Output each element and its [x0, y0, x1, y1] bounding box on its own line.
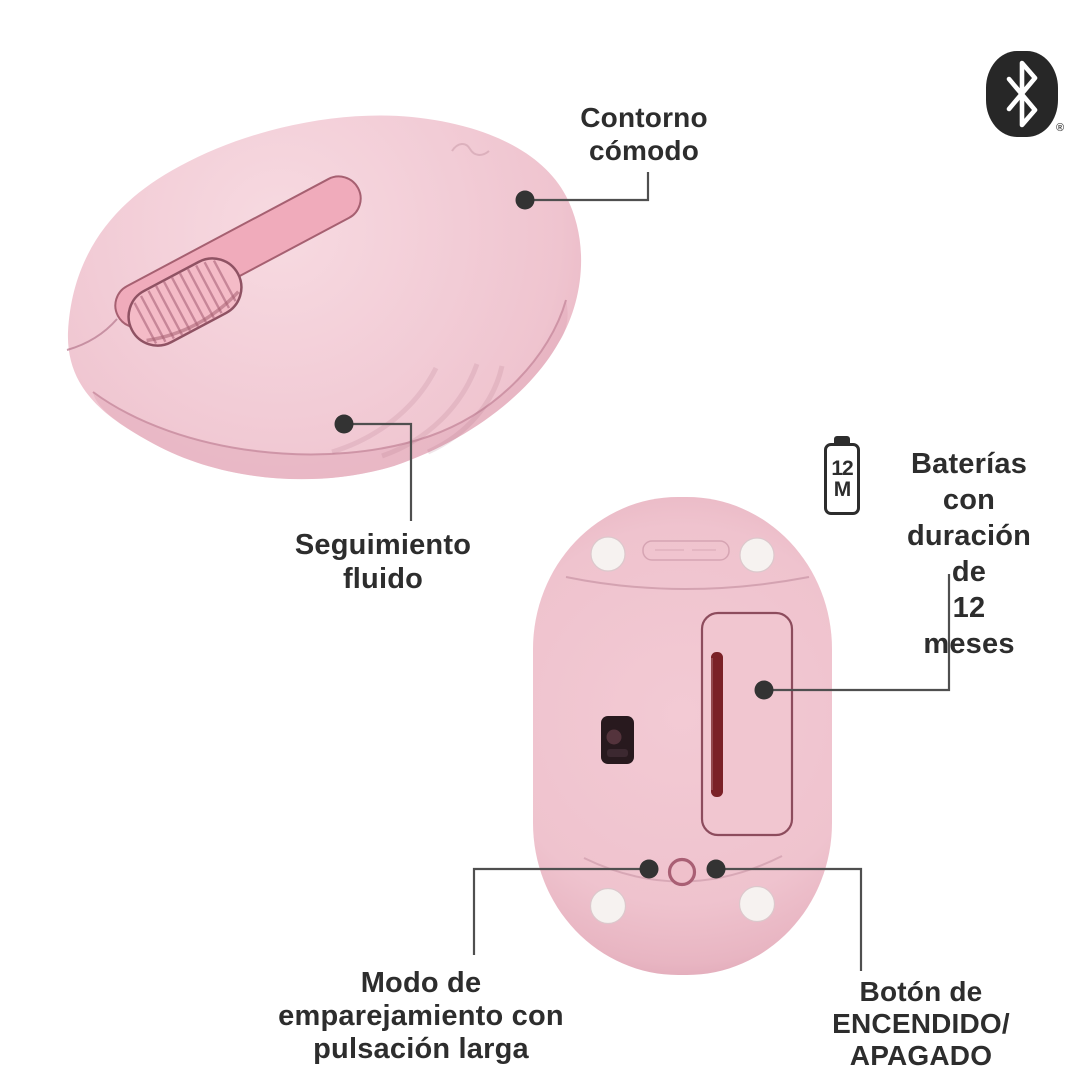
power-button [667, 857, 697, 887]
model-label-plate [642, 540, 730, 561]
foot-top-right [739, 537, 775, 573]
callout-line-power [716, 867, 863, 971]
callout-line-tracking [344, 422, 413, 521]
foot-bottom-left [589, 887, 627, 925]
mouse-top-shell-seam [92, 299, 567, 456]
callout-dots [334, 190, 774, 879]
bluetooth-registered-mark: ® [1056, 122, 1065, 134]
callout-dot-pairing [639, 859, 659, 879]
battery-door-slot [711, 652, 723, 797]
scroll-wheel [127, 257, 243, 347]
callout-dot-power [706, 859, 726, 879]
battery-12m-icon: 12 M [821, 436, 863, 515]
callout-line-contour [525, 172, 650, 202]
callout-dot-tracking [334, 414, 354, 434]
battery-unit: M [833, 478, 851, 501]
foot-bottom-right [738, 885, 776, 923]
callout-line-pairing [472, 867, 649, 955]
battery-cap [834, 436, 850, 443]
battery-label: Baterías con duración de 12 meses [906, 448, 1032, 660]
contour-label: Contorno cómodo [580, 102, 708, 166]
battery-body: 12 M [824, 443, 860, 515]
pairing-label: Modo de emparejamiento con pulsación lar… [278, 967, 564, 1065]
callout-line-battery [764, 574, 951, 692]
power-label: Botón de ENCENDIDO/ APAGADO [832, 976, 1010, 1071]
battery-door [700, 611, 794, 837]
bluetooth-icon [986, 51, 1058, 137]
callout-dot-contour [515, 190, 535, 210]
tracking-label: Seguimiento fluido [294, 529, 472, 595]
glide-feet [589, 536, 776, 925]
mouse-top-view [66, 115, 582, 480]
side-texture [331, 363, 505, 459]
foot-top-left [590, 536, 626, 572]
mouse-top-body [67, 115, 582, 480]
optical-sensor [601, 716, 634, 764]
callout-lines [344, 172, 951, 971]
logitech-emboss [451, 143, 490, 156]
mouse-top-base-shadow [93, 300, 568, 480]
battery-months: 12 [831, 457, 853, 480]
bottom-top-seam [565, 576, 810, 590]
mouse-button-seam [66, 318, 118, 351]
callout-dot-battery [754, 680, 774, 700]
scroll-wheel-ribs [133, 260, 237, 344]
mouse-bottom-view [533, 497, 832, 975]
